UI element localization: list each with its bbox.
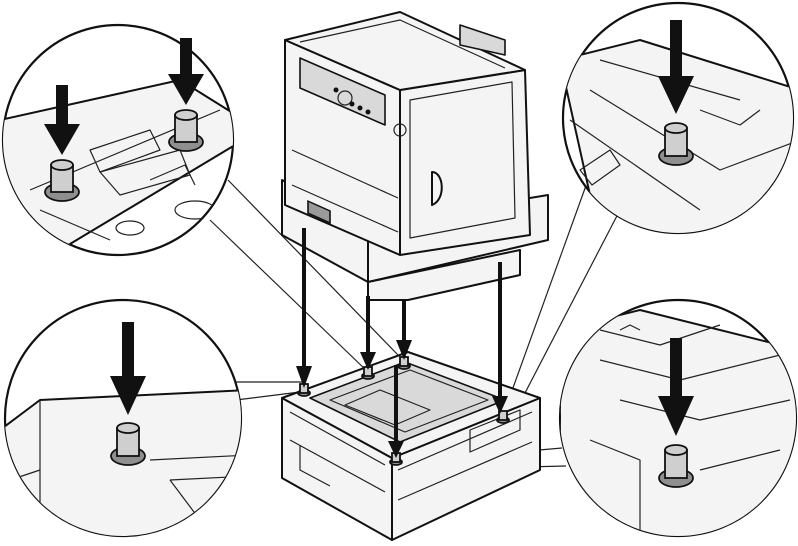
guide-pin-icon xyxy=(496,410,510,424)
callout-bottom-right xyxy=(558,298,798,538)
down-arrow-icon xyxy=(658,20,694,114)
guide-pin-icon xyxy=(297,383,311,397)
callout-top-left xyxy=(1,23,235,257)
tray-module xyxy=(281,351,541,541)
guide-pin-icon xyxy=(44,159,80,202)
down-arrow-icon xyxy=(360,296,376,370)
down-arrow-icon xyxy=(396,300,412,360)
down-arrow-icon xyxy=(168,38,204,105)
guide-pin-icon xyxy=(658,122,694,166)
guide-pin-icon xyxy=(110,422,146,466)
down-arrow-icon xyxy=(110,322,146,415)
callout-top-right xyxy=(561,1,795,235)
down-arrow-icon xyxy=(44,85,80,155)
guide-pin-icon xyxy=(658,444,694,488)
guide-pin-icon xyxy=(168,109,204,152)
down-arrow-icon xyxy=(658,338,694,436)
down-arrow-icon xyxy=(296,228,312,388)
printer-icon xyxy=(281,11,549,301)
down-arrow-icon xyxy=(492,262,508,414)
down-arrow-icon xyxy=(388,365,404,458)
callout-bottom-left xyxy=(3,298,243,538)
